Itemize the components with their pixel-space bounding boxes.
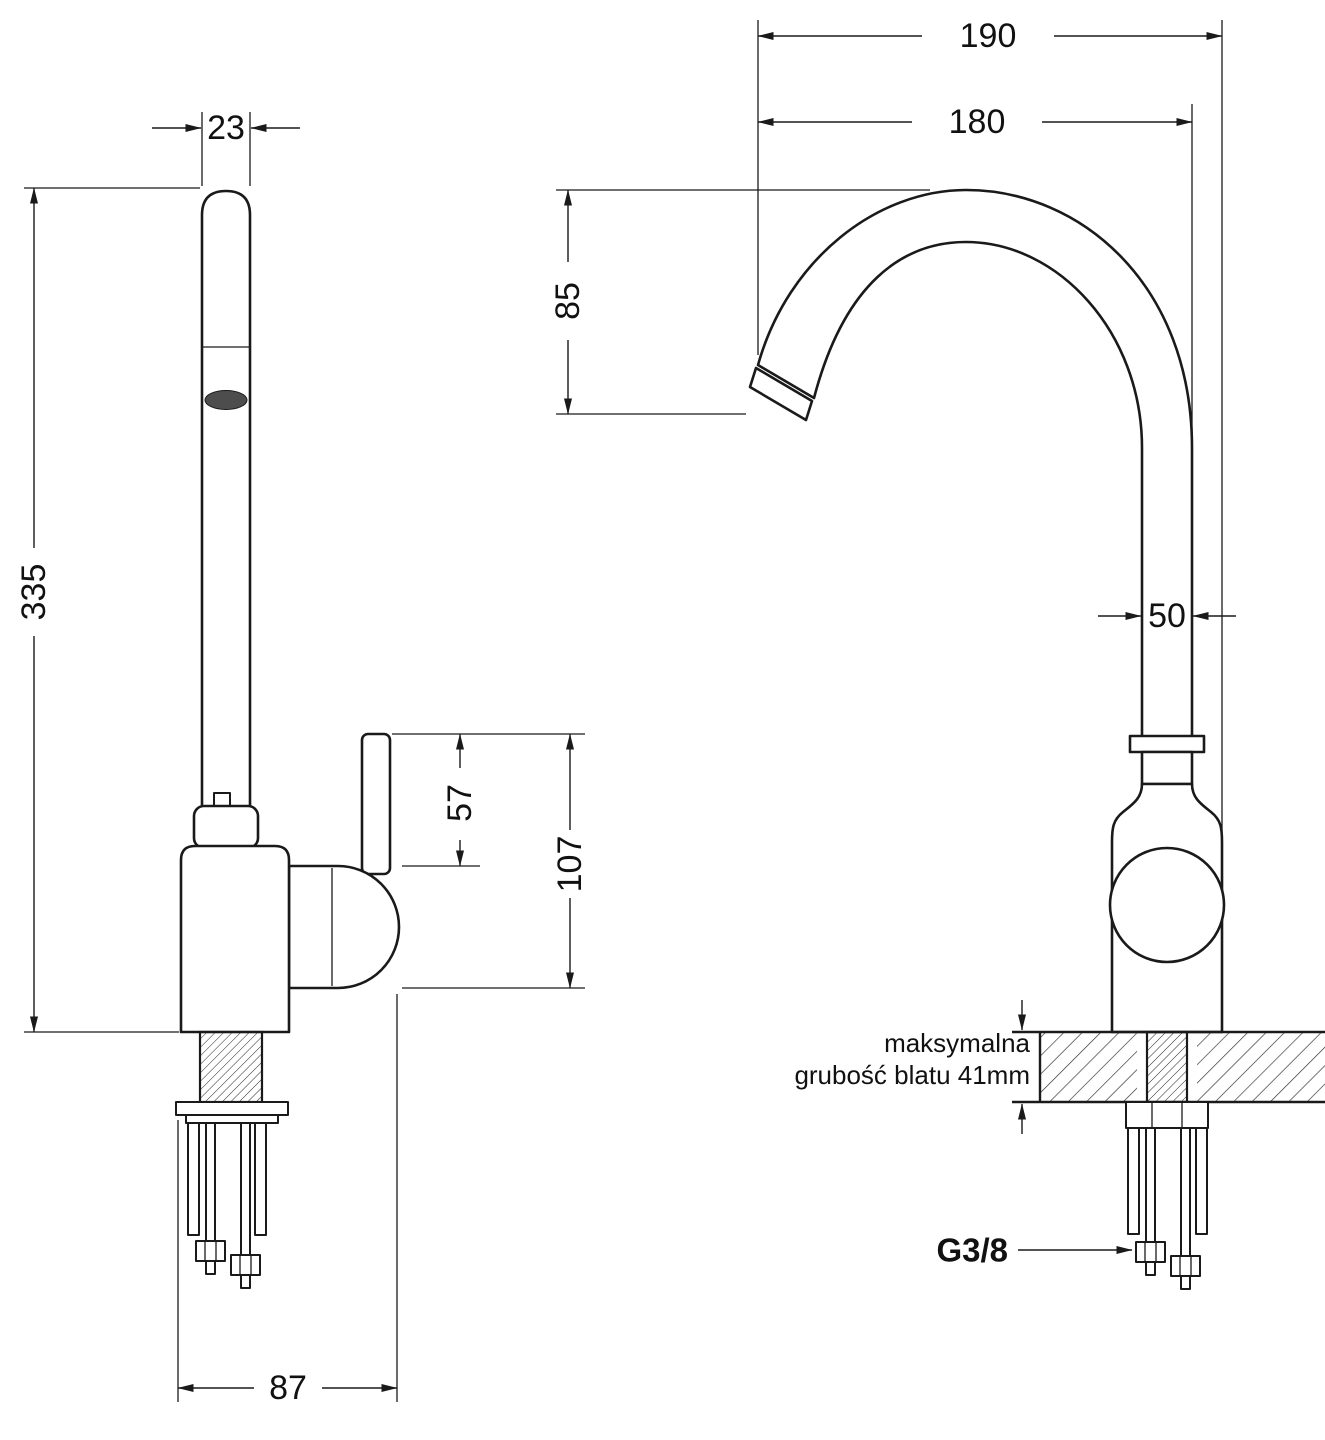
aerator-outlet [204,390,248,410]
dim-spout-reach: 180 [757,103,1193,440]
counter-note-line2: grubość blatu 41mm [794,1060,1030,1090]
handle-hub [287,864,401,990]
thread-callout: G3/8 [936,1232,1133,1269]
supply-hose-left [187,1122,200,1236]
dim-spout-drop: 85 [549,189,930,415]
faucet-body-side [179,844,291,1034]
dim-lever-height-label: 57 [441,784,479,822]
neck-collar-side [192,804,260,850]
spout-pipe-side [200,189,252,815]
threaded-shank-side [198,1030,264,1104]
flange-washer [185,1114,279,1124]
dim-total-height: 335 [15,187,200,1033]
neck-front [1140,750,1194,786]
spout-arc [756,188,1194,742]
countertop [1012,1030,1325,1104]
mounting-flange [175,1101,289,1116]
dim-lever-and-body: 57 107 [392,733,589,989]
dim-base-depth: 87 [177,994,398,1407]
dim-base-depth-label: 87 [269,1369,307,1407]
counter-note-line1: maksymalna [884,1028,1030,1058]
supply-hose-right-front [1195,1127,1208,1235]
locknut [1125,1101,1209,1129]
threaded-shank-front [1145,1030,1189,1104]
spout-aerator-tip [748,366,814,422]
hex-nut-left-front [1135,1241,1166,1276]
mounting-stud-right-front [1180,1127,1191,1257]
counter-thickness-note: maksymalna grubość blatu 41mm [794,1000,1031,1134]
mounting-stud-right [240,1122,251,1256]
dim-spout-width: 23 [152,109,300,186]
mounting-stud-left-front [1145,1127,1156,1243]
neck-collar-front [1128,734,1206,754]
supply-hose-right [254,1122,267,1236]
dim-body-height-label: 107 [551,836,589,893]
dim-pipe-width-label: 50 [1148,597,1186,635]
supply-hose-left-front [1127,1127,1140,1235]
dim-pipe-width: 50 [1098,597,1236,635]
thread-size-label: G3/8 [936,1232,1008,1269]
dim-total-height-label: 335 [15,564,53,621]
hex-nut-left [195,1240,226,1275]
dim-overall-reach: 190 [757,17,1223,844]
dim-overall-reach-label: 190 [960,17,1017,55]
hex-nut-right-front [1170,1255,1201,1290]
dim-spout-reach-label: 180 [949,103,1006,141]
dim-spout-drop-label: 85 [549,282,587,320]
mounting-stud-left [205,1122,216,1242]
front-view: 190 180 85 50 maksymalna grub [549,17,1325,1290]
dim-spout-width-label: 23 [207,109,245,147]
handle-lever [360,732,392,876]
side-view: 23 335 57 107 87 [15,109,589,1407]
handle-disc [1108,846,1226,964]
hex-nut-right [230,1254,261,1289]
